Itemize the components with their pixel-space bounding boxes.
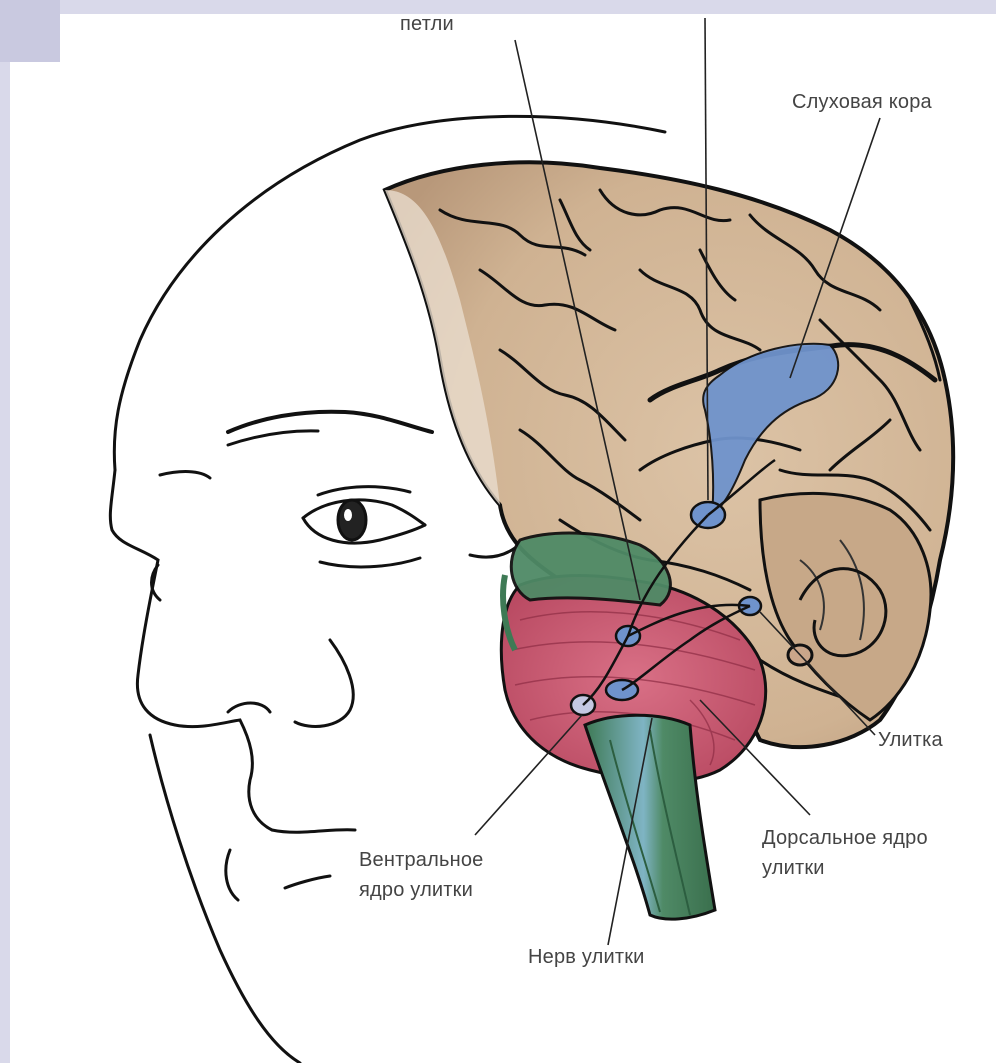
label-ventral-nucleus-line2: ядро улитки: [359, 878, 473, 903]
label-auditory-cortex: Слуховая кора: [792, 90, 932, 115]
label-petli: петли: [400, 12, 454, 37]
label-ventral-nucleus-line1: Вентральное: [359, 848, 484, 873]
label-cochlear-nerve: Нерв улитки: [528, 945, 645, 970]
label-dorsal-nucleus-line1: Дорсальное ядро: [762, 826, 928, 851]
label-cochlea: Улитка: [878, 728, 943, 753]
label-dorsal-nucleus-line2: улитки: [762, 856, 825, 881]
